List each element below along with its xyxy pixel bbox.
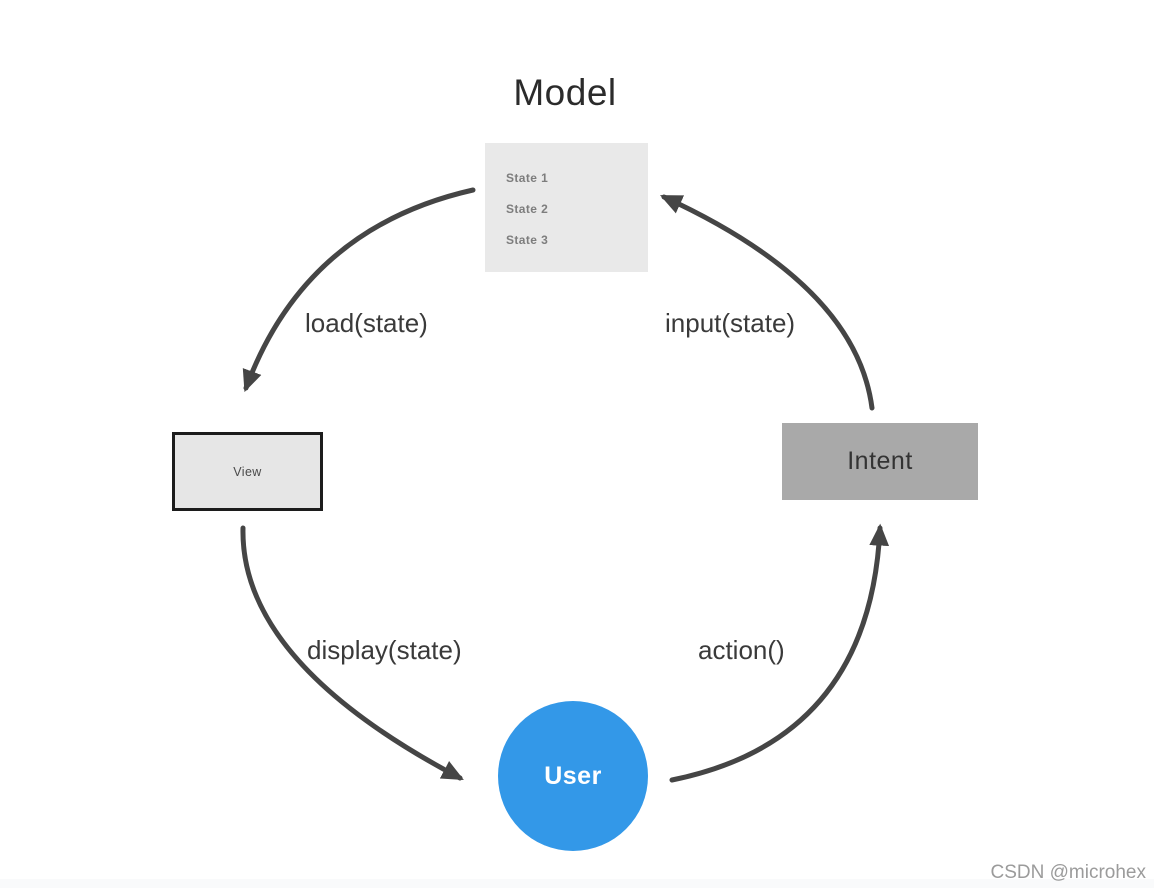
user-node-label: User [544, 761, 602, 790]
view-node-label: View [233, 464, 262, 479]
curved-arrow-intent-to-model [660, 194, 875, 411]
view-node: View [172, 432, 323, 511]
edge-label-action: action() [698, 635, 785, 665]
curved-arrow-view-to-user [240, 525, 464, 781]
state-item: State 2 [506, 202, 549, 216]
intent-node: Intent [782, 423, 978, 500]
intent-node-label: Intent [847, 447, 913, 475]
diagram-title: Model [513, 72, 617, 113]
state-item: State 3 [506, 233, 549, 247]
curved-arrow-user-to-intent [669, 523, 890, 783]
bottom-strip [0, 879, 1154, 888]
model-node: State 1 State 2 State 3 [485, 143, 648, 272]
edge-label-display: display(state) [307, 635, 462, 665]
user-node: User [498, 701, 648, 851]
watermark: CSDN @microhex [990, 862, 1146, 883]
curved-arrow-model-to-view [242, 187, 476, 393]
edge-label-load: load(state) [305, 308, 428, 338]
edge-label-input: input(state) [665, 308, 796, 338]
state-item: State 1 [506, 171, 549, 185]
